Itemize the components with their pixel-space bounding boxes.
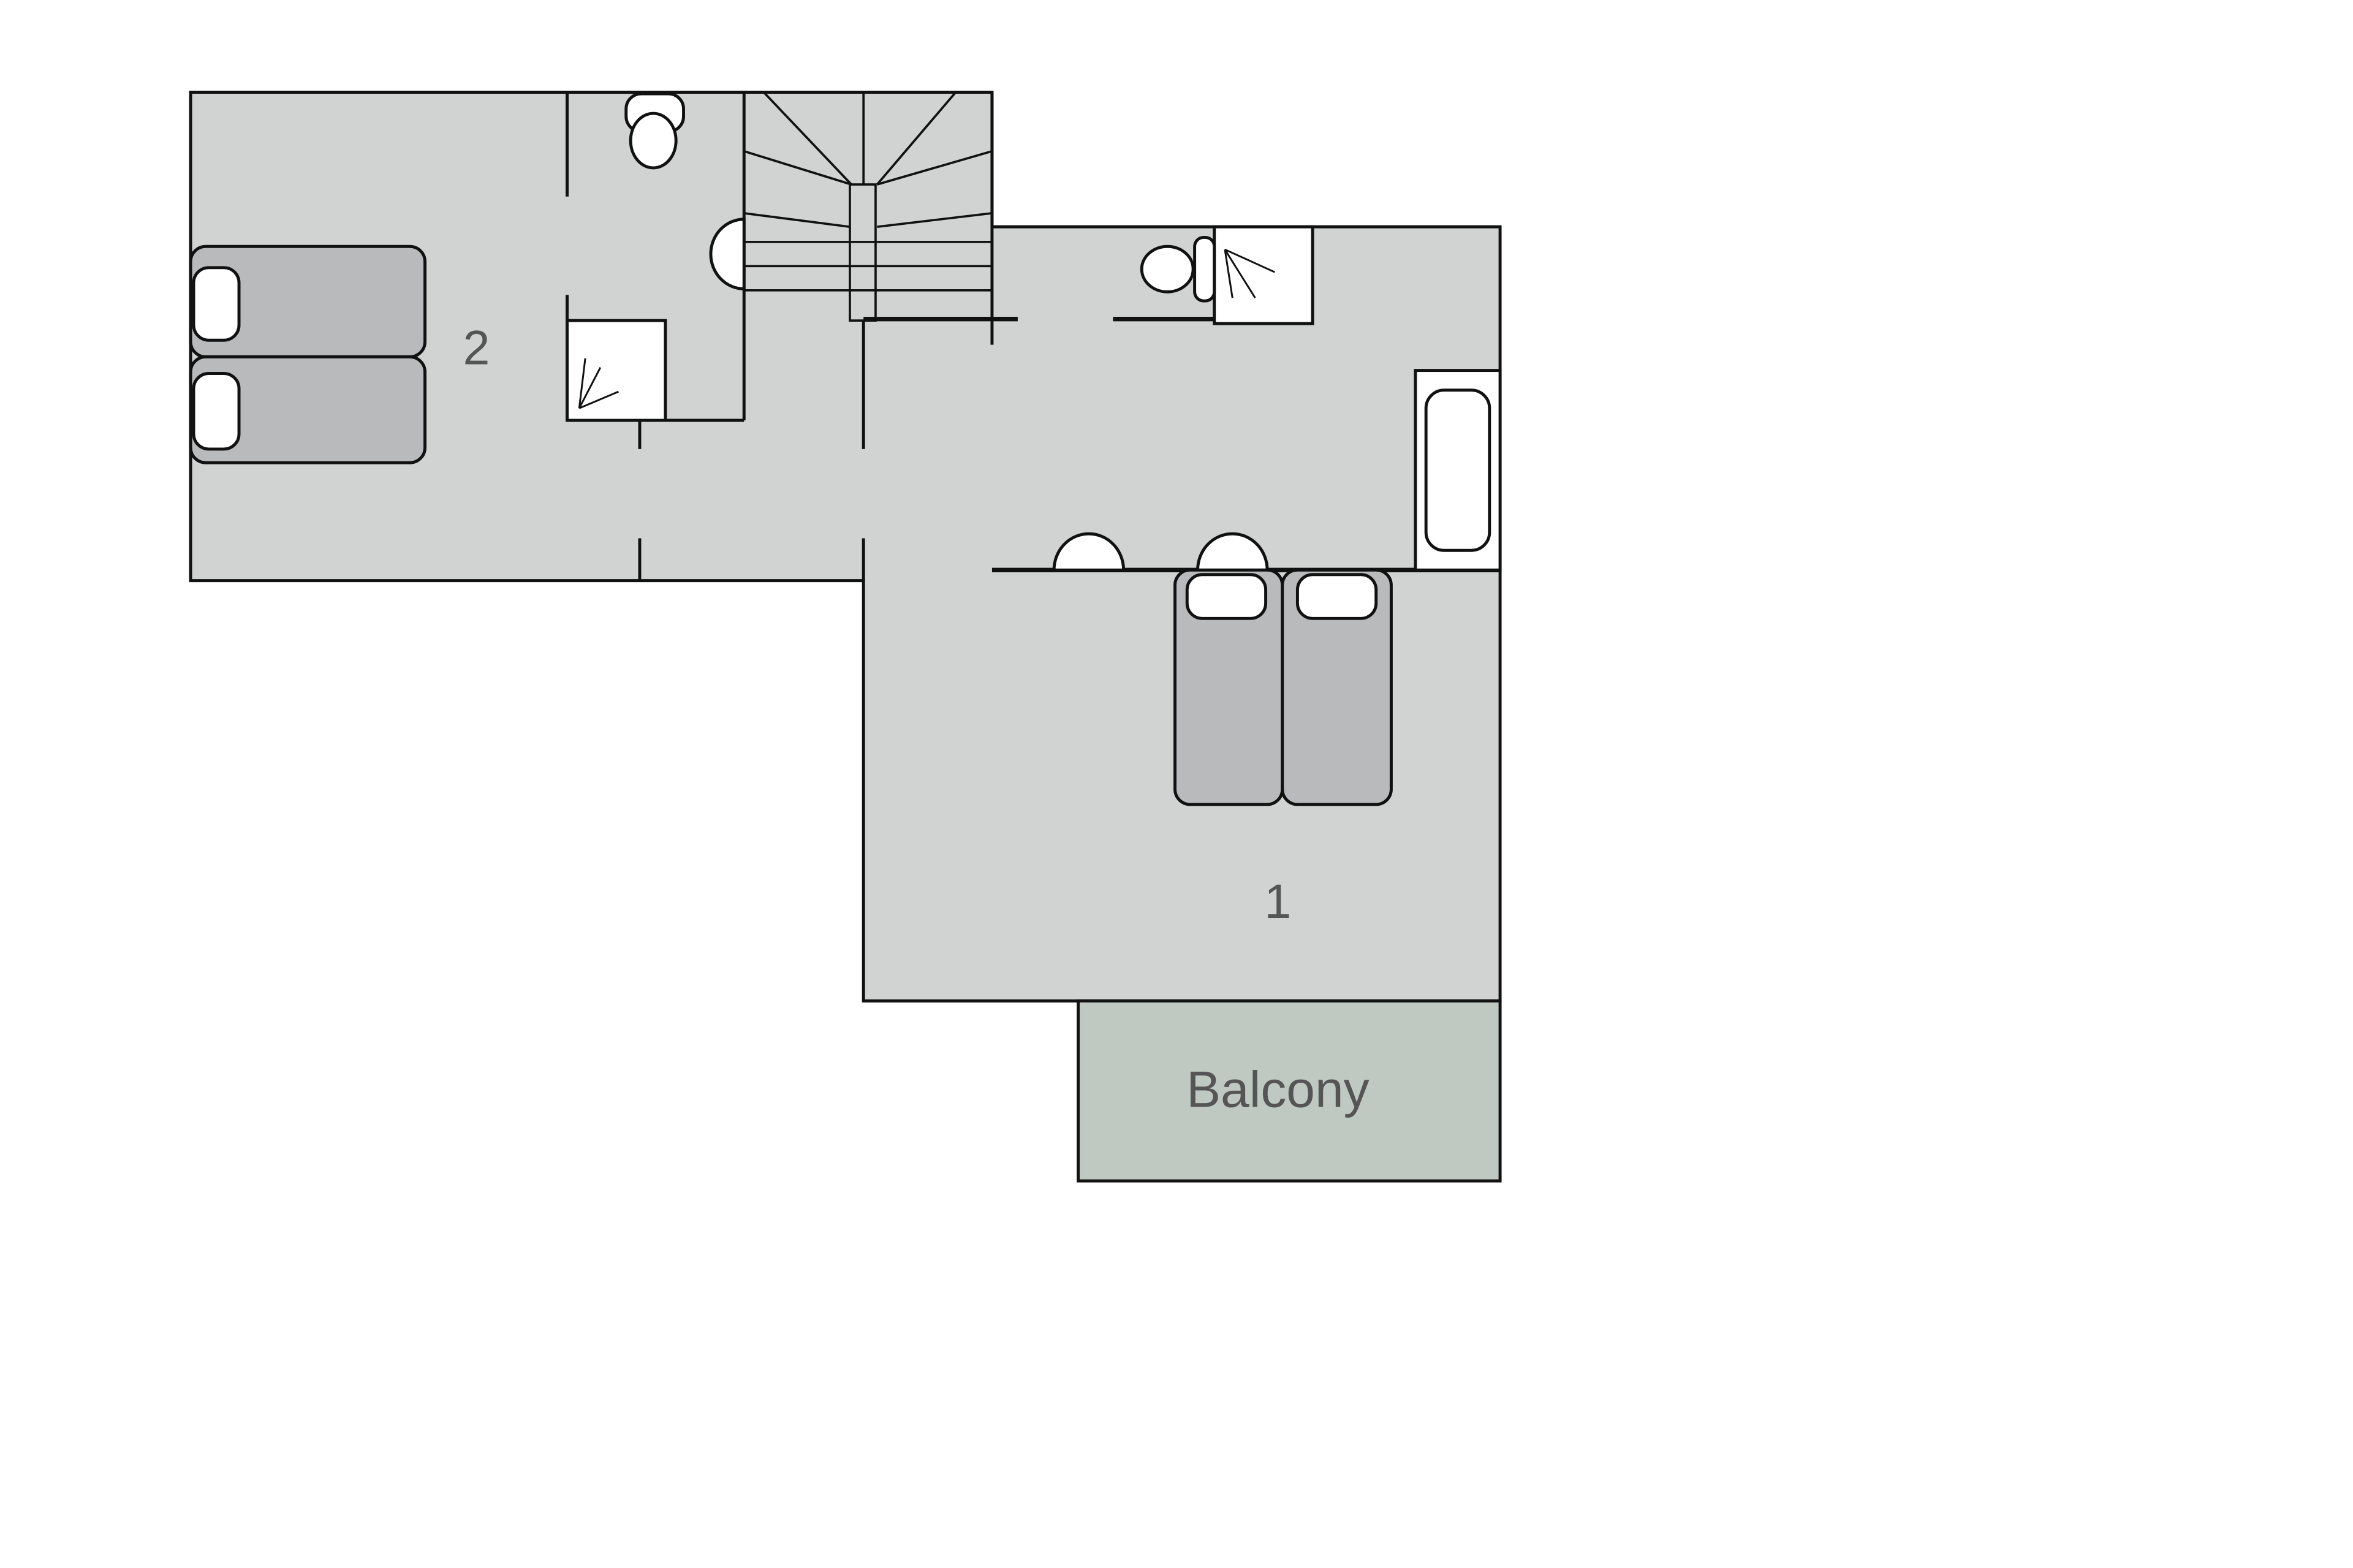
sinks bbox=[1052, 532, 1269, 572]
toilet-left bbox=[624, 92, 685, 170]
shower-right bbox=[1213, 225, 1314, 325]
toilet-right bbox=[1140, 235, 1216, 303]
sink-stairs bbox=[709, 218, 746, 290]
room-1-label: 1 bbox=[1264, 874, 1291, 928]
bathtub bbox=[1414, 369, 1502, 572]
balcony bbox=[1077, 999, 1502, 1183]
staircase bbox=[743, 91, 993, 322]
room-2-label: 2 bbox=[463, 321, 490, 375]
balcony-label: Balcony bbox=[1186, 1060, 1370, 1118]
shower-left bbox=[566, 319, 667, 422]
beds-room-1 bbox=[1173, 568, 1393, 806]
beds-room-2 bbox=[189, 244, 427, 464]
